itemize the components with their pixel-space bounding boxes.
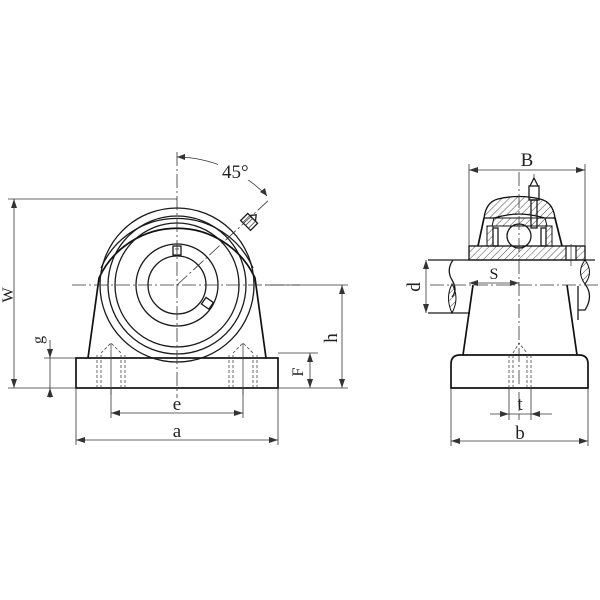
dim-d-label: d <box>404 282 425 292</box>
housing-base <box>450 354 589 389</box>
dim-S-label: S <box>490 266 499 283</box>
dim-a-label: a <box>173 421 182 442</box>
grease-nipple-icon <box>239 212 259 232</box>
side-section-view: B d S t b <box>404 150 598 446</box>
housing-cap-section <box>483 195 556 219</box>
set-screw-icon <box>200 296 215 311</box>
tapped-hole-left <box>96 342 126 395</box>
angle-label: 45° <box>222 162 249 183</box>
dim-t-label: t <box>517 394 523 415</box>
housing-body <box>462 284 578 356</box>
dim-g-label: g <box>30 336 47 344</box>
dim-b-label: b <box>515 423 525 444</box>
dim-B-label: B <box>521 150 534 171</box>
dim-W-label: W <box>0 287 17 303</box>
dim-h-label: h <box>321 333 342 343</box>
tapped-hole-right <box>228 342 258 395</box>
grease-nipple-icon <box>528 174 540 229</box>
dim-e-label: e <box>173 394 181 415</box>
dim-F-label: F <box>290 367 307 376</box>
front-view: 45° W g e a h F <box>0 152 348 445</box>
